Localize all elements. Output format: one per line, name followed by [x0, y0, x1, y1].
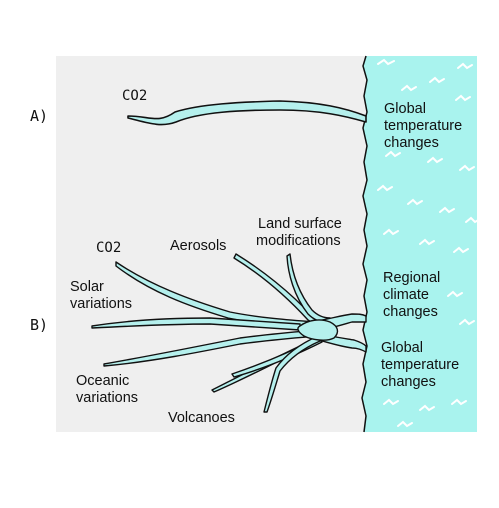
- river-b: [91, 253, 367, 413]
- panel-b-global-line-2: temperature: [381, 357, 459, 373]
- panel-b-co2-label: CO2: [96, 240, 121, 256]
- panel-a-global-line-2: temperature: [384, 118, 462, 134]
- land-surface-label: Land surface modifications: [256, 216, 346, 249]
- panel-b-letter: B): [30, 316, 48, 334]
- panel-a-global-line-3: changes: [384, 135, 439, 151]
- sea-wave-marks: [377, 58, 481, 428]
- land-area: [56, 56, 376, 432]
- regional-line-3: changes: [383, 304, 438, 320]
- volcanoes-label: Volcanoes: [168, 410, 235, 426]
- regional-line-2: climate: [383, 287, 429, 303]
- solar-line-1: Solar: [70, 279, 104, 295]
- oceanic-variations-label: Oceanic variations: [76, 373, 138, 406]
- land-surface-line-1: Land surface: [258, 216, 342, 232]
- regional-climate-label: Regional climate changes: [383, 270, 444, 320]
- river-a: [127, 100, 367, 126]
- river-confluence: [297, 319, 339, 341]
- land-surface-line-2: modifications: [256, 233, 341, 249]
- panel-b-global-line-3: changes: [381, 374, 436, 390]
- panel-b-global-line-1: Global: [381, 340, 423, 356]
- aerosols-label: Aerosols: [170, 238, 226, 254]
- regional-line-1: Regional: [383, 270, 440, 286]
- river-a-channel: [127, 100, 367, 126]
- oceanic-line-1: Oceanic: [76, 373, 129, 389]
- panel-a-global-label: Global temperature changes: [384, 101, 466, 151]
- panel-a-co2-label: CO2: [122, 88, 147, 104]
- panel-a-letter: A): [30, 107, 48, 125]
- solar-line-2: variations: [70, 296, 132, 312]
- solar-variations-label: Solar variations: [70, 279, 132, 312]
- panel-a-global-line-1: Global: [384, 101, 426, 117]
- panel-b-global-label: Global temperature changes: [381, 340, 463, 390]
- oceanic-line-2: variations: [76, 390, 138, 406]
- coastline: [361, 55, 368, 433]
